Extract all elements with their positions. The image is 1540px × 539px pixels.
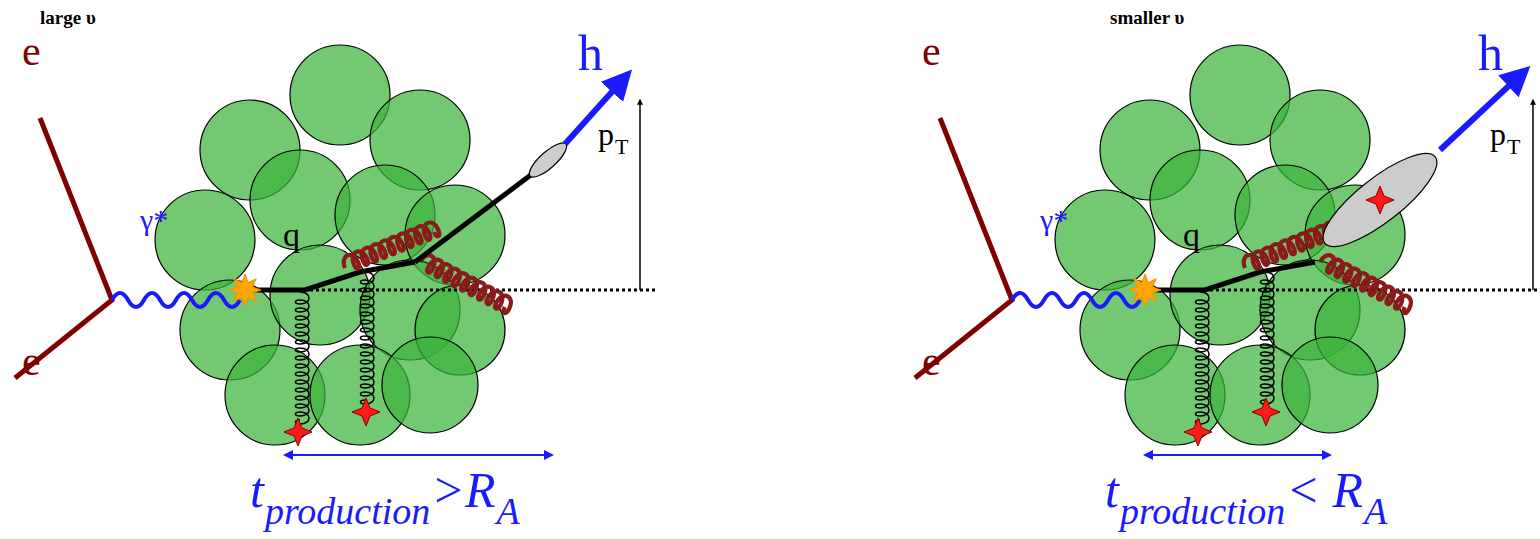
time-subscript: production [265, 492, 430, 530]
particle-label: e [922, 340, 941, 382]
process-left [15, 118, 655, 446]
particle-label: q [283, 218, 300, 252]
hadronisation-right [1145, 70, 1533, 455]
time-label: t [250, 465, 264, 515]
time-subscript: production [1120, 492, 1285, 530]
time-label: t [1105, 465, 1119, 515]
nucleus-right [1055, 45, 1405, 445]
time-subscript: A [497, 492, 520, 530]
particle-label: e [922, 30, 941, 72]
particle-label: h [578, 28, 603, 78]
particle-label: γ* [1040, 205, 1068, 235]
particle-label: γ* [140, 205, 168, 235]
time-label: >R [431, 465, 495, 515]
axis-label: p [1490, 118, 1506, 150]
axis-label: p [598, 118, 614, 150]
axis-subscript: T [1507, 136, 1520, 158]
nucleus-left [155, 45, 505, 445]
hadronisation-left [285, 74, 640, 455]
particle-label: q [1183, 218, 1200, 252]
panel-title: smaller υ [1110, 8, 1184, 27]
particle-label: h [1478, 28, 1503, 78]
time-label: < R [1286, 465, 1363, 515]
particle-label: e [22, 30, 41, 72]
time-subscript: A [1364, 492, 1387, 530]
process-right [915, 118, 1540, 446]
axis-subscript: T [615, 136, 628, 158]
panel-title: large υ [40, 8, 96, 27]
particle-label: e [22, 340, 41, 382]
